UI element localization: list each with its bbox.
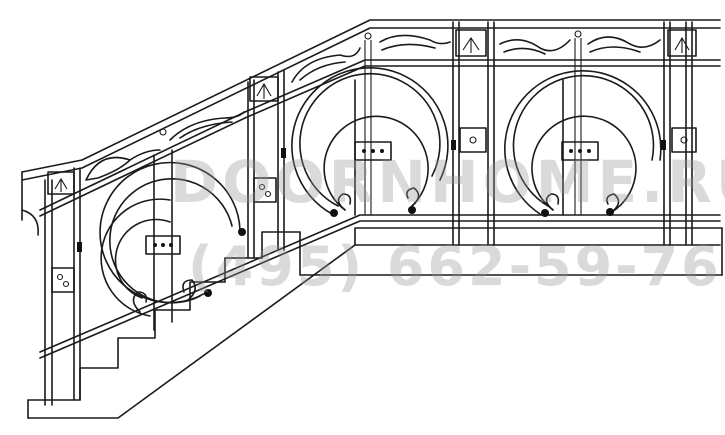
bottom-rail [39,214,721,359]
medallion-right [504,70,666,217]
watermark-site: DOORNHOME.RU [170,148,725,216]
handrail [21,19,721,236]
medallion-center [281,67,456,217]
post-plates [51,127,697,293]
watermark-phone: (495) 662-59-76 [188,235,722,298]
ornament-squares [47,29,697,195]
mid-rail [39,59,721,217]
frieze-scrolls [85,34,661,181]
staircase [27,227,723,419]
medallion-left [77,149,246,331]
